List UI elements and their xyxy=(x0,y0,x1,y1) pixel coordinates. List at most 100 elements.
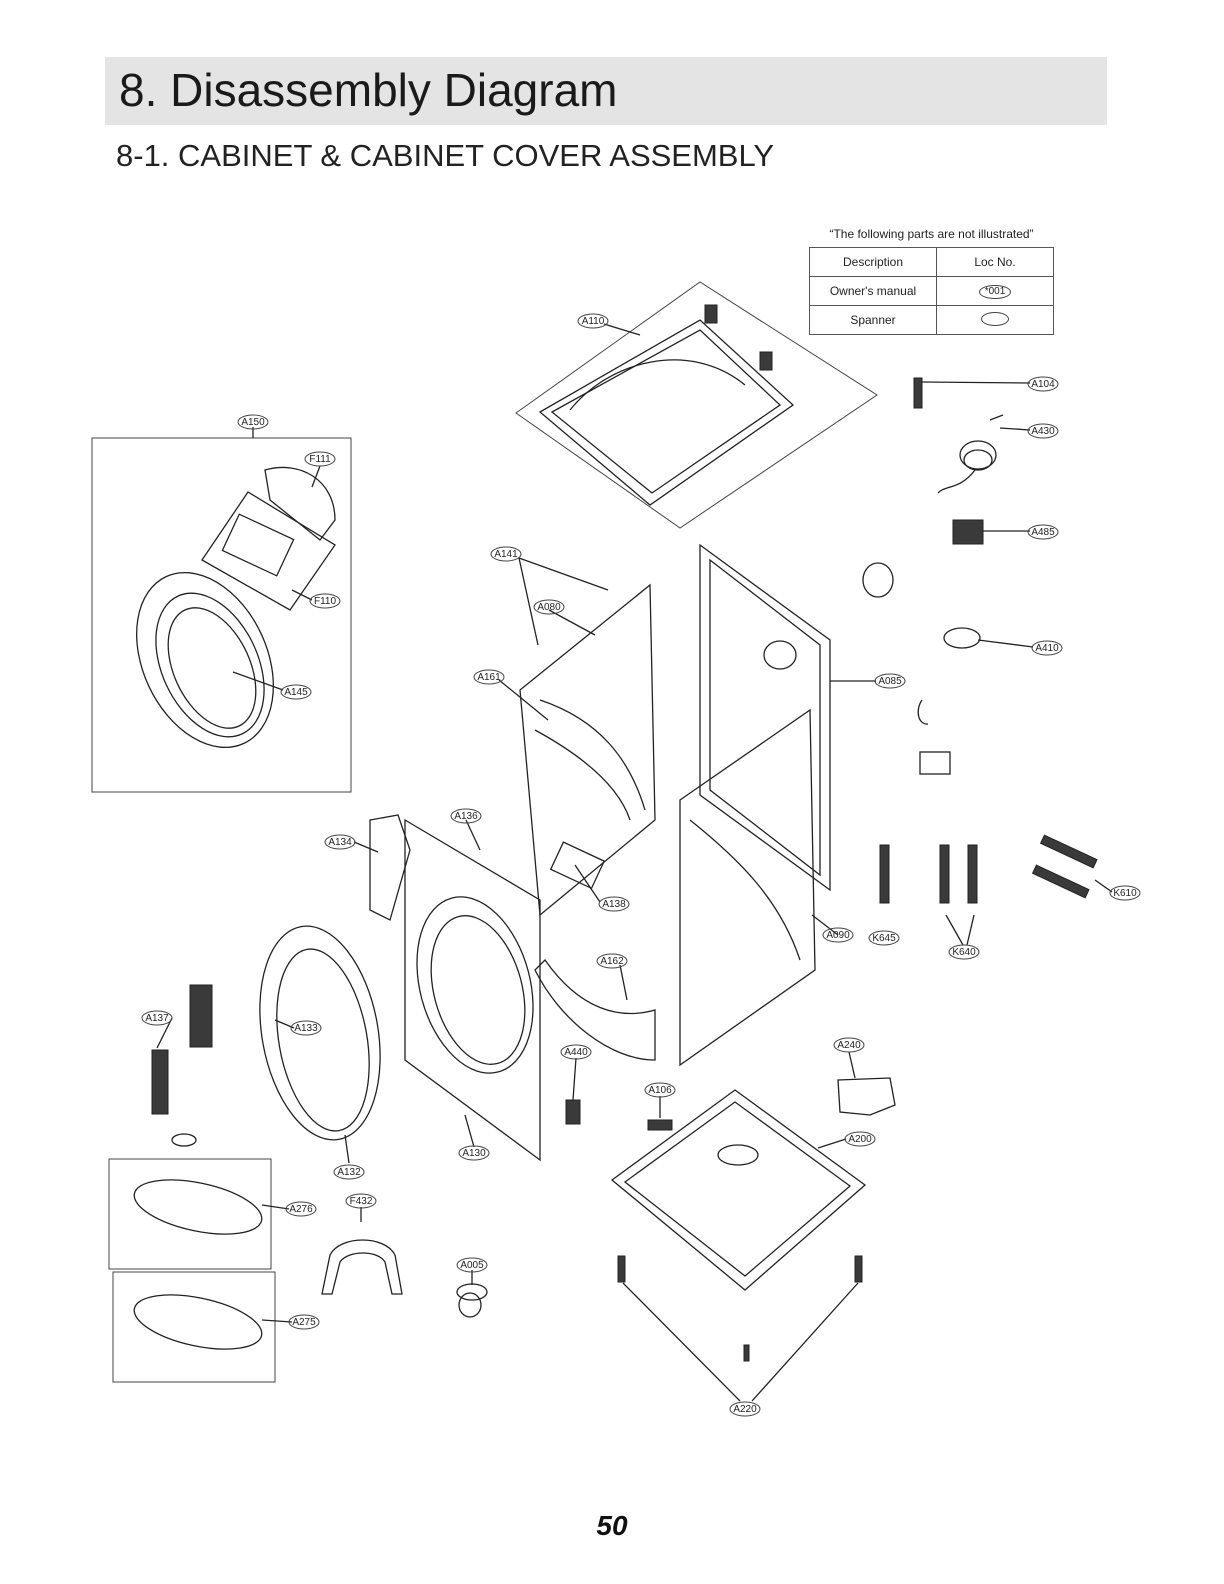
label-text: K610 xyxy=(1113,888,1137,899)
column-header-description: Description xyxy=(809,247,937,277)
part-label-a430: A430 xyxy=(1027,423,1059,439)
part-label-a090: A090 xyxy=(822,927,854,943)
frame-arc-a162 xyxy=(534,958,656,1061)
label-text: A410 xyxy=(1035,643,1059,654)
hinge-part xyxy=(189,984,213,1048)
front-panel xyxy=(404,818,541,1162)
noise-filter-part xyxy=(952,519,1030,545)
label-text: F432 xyxy=(350,1196,373,1207)
page-number: 50 xyxy=(596,1510,628,1541)
base-frame-a200 xyxy=(610,1089,867,1291)
door-assembly-box xyxy=(91,437,352,793)
label-text: A200 xyxy=(848,1134,872,1145)
part-label-a200: A200 xyxy=(844,1131,876,1147)
row-description: Owner's manual xyxy=(809,276,937,306)
top-cover-frame xyxy=(515,281,878,529)
part-label-a141: A141 xyxy=(490,546,522,562)
label-text: A141 xyxy=(494,549,518,560)
hose-box-a276 xyxy=(108,1158,272,1270)
bracket-a134 xyxy=(369,814,411,921)
label-text: A220 xyxy=(733,1404,757,1415)
leveling-foot-center xyxy=(743,1344,750,1362)
title-bar: 8. Disassembly Diagram xyxy=(105,57,1107,125)
door-handle-panel xyxy=(201,466,336,611)
table-caption: “The following parts are not illustrated… xyxy=(809,221,1054,248)
water-valve-part xyxy=(913,377,1031,409)
label-text: A136 xyxy=(454,811,478,822)
part-label-a276: A276 xyxy=(285,1201,317,1217)
door-cover-a132 xyxy=(259,925,381,1141)
label-text: A080 xyxy=(537,602,561,613)
damper-k645 xyxy=(879,844,890,904)
part-label-a110: A110 xyxy=(577,313,609,329)
label-text: A145 xyxy=(284,687,308,698)
table-row: Spanner xyxy=(809,305,1054,335)
label-text: A110 xyxy=(582,316,605,327)
label-text: A485 xyxy=(1031,527,1055,538)
loc-oval-empty xyxy=(981,311,1009,326)
column-header-loc: Loc No. xyxy=(936,247,1054,277)
label-text: A106 xyxy=(648,1085,672,1096)
part-label-a275: A275 xyxy=(288,1314,320,1330)
label-text: A085 xyxy=(878,676,902,687)
damper-k610-b xyxy=(1031,864,1090,899)
part-label-k645: K645 xyxy=(868,930,900,946)
latch-a137 xyxy=(151,1049,169,1115)
part-a106 xyxy=(647,1119,673,1131)
power-cord-part xyxy=(937,414,1031,494)
part-label-k640: K640 xyxy=(948,944,980,960)
label-text: K645 xyxy=(872,933,896,944)
label-sheet-a138 xyxy=(549,841,606,890)
hose-box-a275 xyxy=(112,1271,276,1383)
part-label-f110: F110 xyxy=(309,593,341,609)
label-text: A104 xyxy=(1031,379,1055,390)
part-label-a133: A133 xyxy=(290,1020,322,1036)
label-text: A440 xyxy=(564,1047,588,1058)
leader-lines xyxy=(156,323,876,1323)
rear-panel xyxy=(699,543,831,892)
inlet-hose-a275 xyxy=(133,1294,263,1350)
part-label-a136: A136 xyxy=(450,808,482,824)
damper-k640-a xyxy=(939,844,950,904)
page-title: 8. Disassembly Diagram xyxy=(119,64,618,116)
label-text: A430 xyxy=(1031,426,1055,437)
label-text: A133 xyxy=(294,1023,318,1034)
part-label-a220: A220 xyxy=(729,1401,761,1417)
label-text: A275 xyxy=(292,1317,316,1328)
pump-part xyxy=(943,627,1034,649)
part-label-a134: A134 xyxy=(324,834,356,850)
label-text: A130 xyxy=(462,1148,486,1159)
part-label-a132: A132 xyxy=(333,1164,365,1180)
label-text: A138 xyxy=(602,899,626,910)
left-side-panel xyxy=(519,583,656,917)
label-text: F110 xyxy=(314,596,336,607)
label-text: A090 xyxy=(826,930,850,941)
empty-label-oval xyxy=(171,1133,197,1147)
part-label-a161: A161 xyxy=(473,669,505,685)
loc-oval: *001 xyxy=(978,285,1012,299)
not-illustrated-table: “The following parts are not illustrated… xyxy=(809,221,1054,335)
label-text: A137 xyxy=(145,1013,169,1024)
right-side-panel xyxy=(679,708,816,1067)
cap-a005 xyxy=(456,1283,488,1318)
part-label-a104: A104 xyxy=(1027,376,1059,392)
row-description: Spanner xyxy=(809,305,937,335)
part-label-a162: A162 xyxy=(596,953,628,969)
label-text: A150 xyxy=(241,417,265,428)
part-label-a440: A440 xyxy=(560,1044,592,1060)
base-part-a240 xyxy=(837,1077,896,1116)
label-text: A162 xyxy=(600,956,624,967)
part-label-a085: A085 xyxy=(874,673,906,689)
label-text: K640 xyxy=(952,947,976,958)
damper-k610-a xyxy=(1039,834,1098,869)
label-text: A134 xyxy=(328,837,352,848)
door-frame xyxy=(136,571,274,749)
part-label-a137: A137 xyxy=(141,1010,173,1026)
part-label-k610: K610 xyxy=(1109,885,1141,901)
part-label-a080: A080 xyxy=(533,599,565,615)
part-label-a150: A150 xyxy=(237,414,269,430)
inlet-hose-a276 xyxy=(133,1179,263,1235)
row-loc xyxy=(936,305,1054,335)
part-label-f111: F111 xyxy=(304,451,336,467)
clamp-part xyxy=(917,699,929,725)
